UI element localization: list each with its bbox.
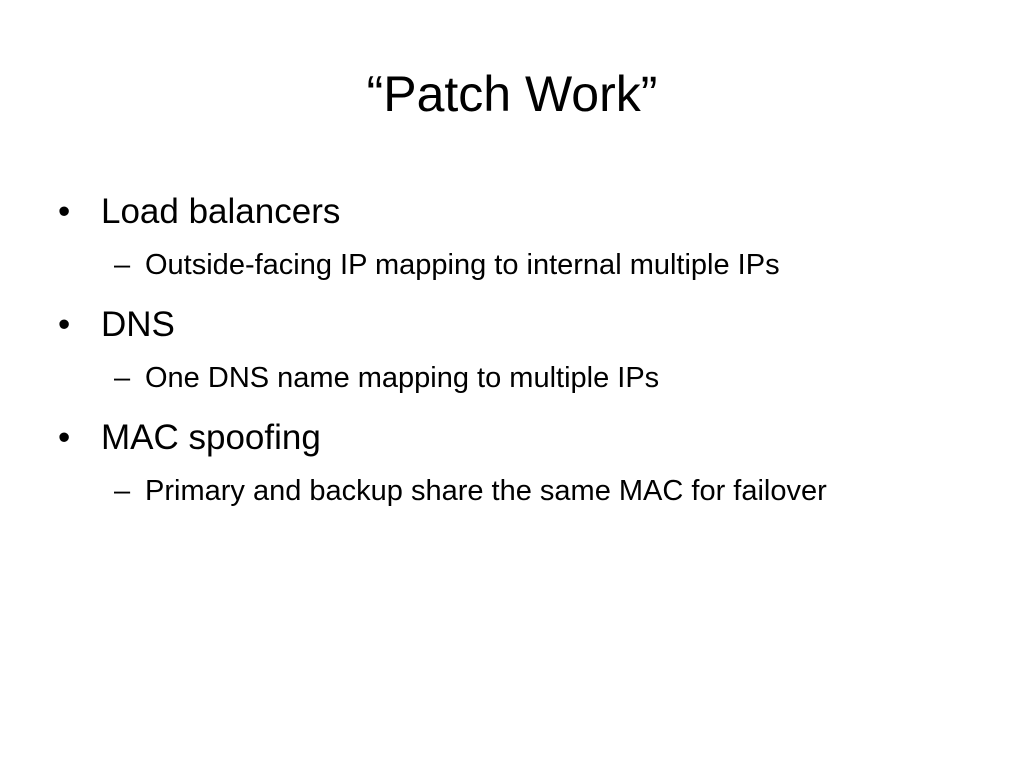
bullet-item-mac-spoofing: • MAC spoofing [56,414,976,462]
bullet-item-load-balancers: • Load balancers [56,188,976,236]
sub-bullet-item: – Primary and backup share the same MAC … [56,468,905,514]
bullet-text: MAC spoofing [101,418,321,457]
bullet-marker: • [58,305,71,344]
bullet-item-dns: • DNS [56,301,976,349]
sub-bullet-item: – Outside-facing IP mapping to internal … [56,242,976,288]
bullet-text: Load balancers [101,192,341,231]
sub-bullet-text: Outside-facing IP mapping to internal mu… [145,249,780,281]
slide-title: “Patch Work” [366,66,658,122]
dash-marker: – [114,475,131,507]
sub-bullet-text: Primary and backup share the same MAC fo… [145,475,827,507]
sub-bullet-item: – One DNS name mapping to multiple IPs [56,355,976,401]
sub-bullet-text: One DNS name mapping to multiple IPs [145,362,660,394]
bullet-list: • Load balancers – Outside-facing IP map… [56,188,976,527]
dash-marker: – [114,249,131,281]
bullet-text: DNS [101,305,175,344]
bullet-marker: • [58,418,71,457]
bullet-marker: • [58,192,71,231]
dash-marker: – [114,362,131,394]
